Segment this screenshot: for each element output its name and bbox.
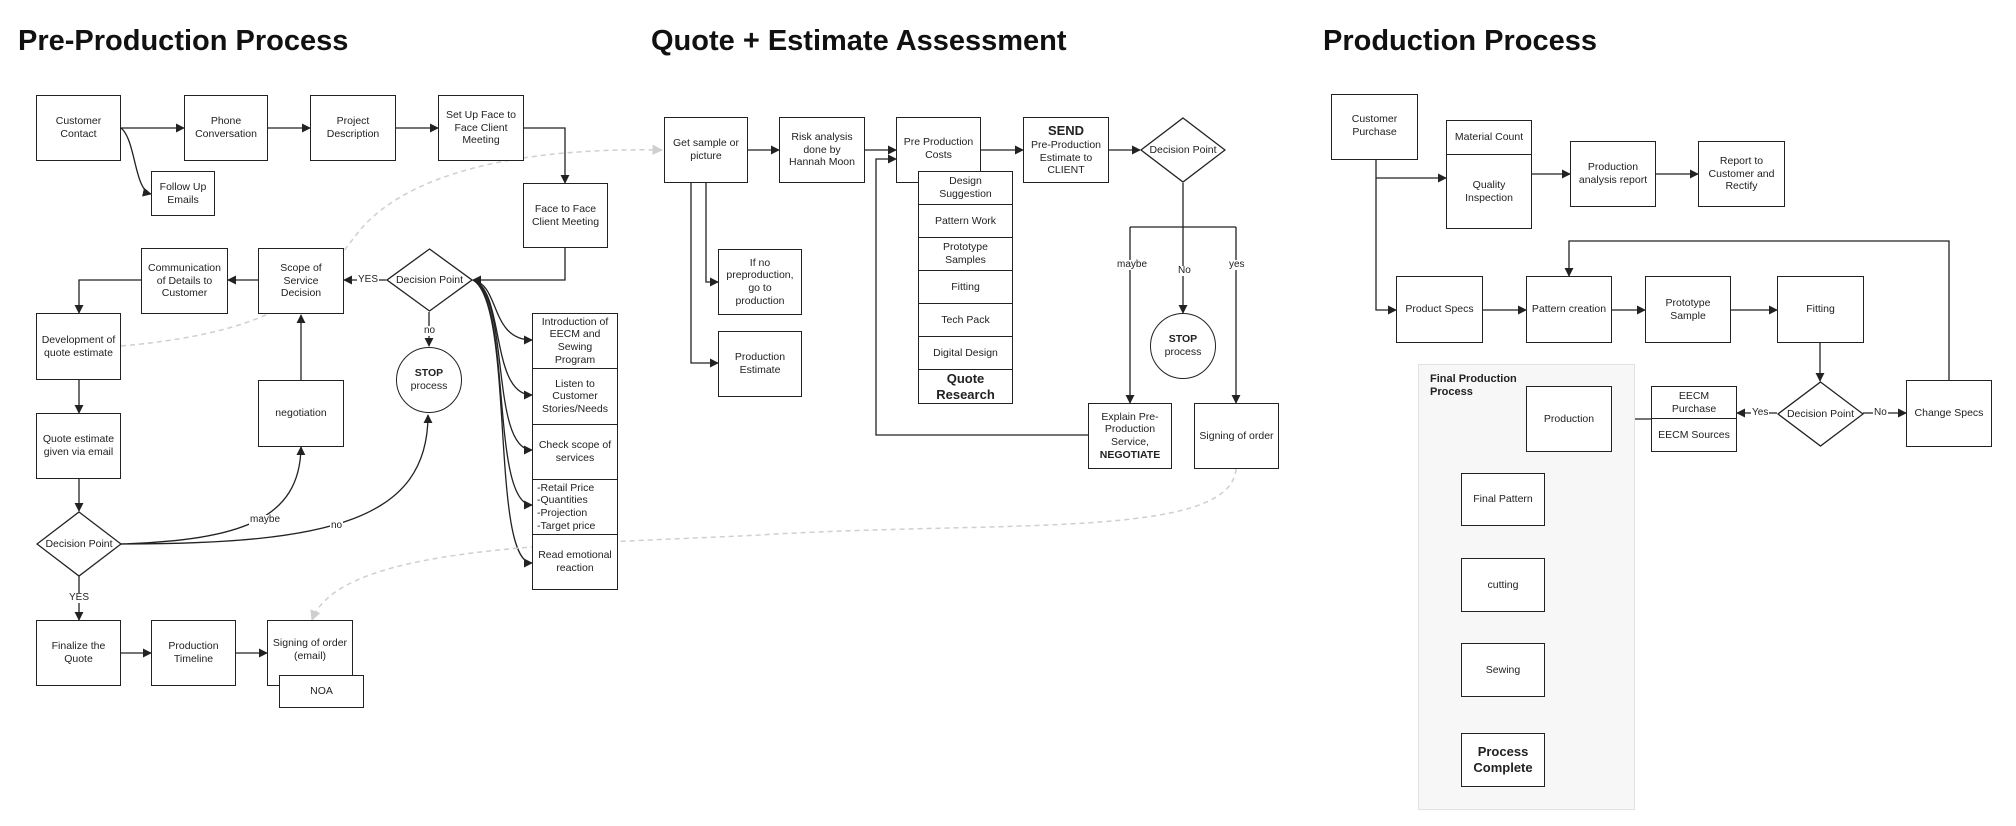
cost-item-design-suggestion[interactable]: Design Suggestion	[918, 171, 1013, 205]
node-quote-email[interactable]: Quote estimate given via email	[36, 413, 121, 479]
edge-sample-ifno	[705, 183, 719, 287]
node-project-description[interactable]: Project Description	[310, 95, 396, 161]
final-production-title: Final Production Process	[1430, 373, 1517, 399]
node-change-specs[interactable]: Change Specs	[1906, 380, 1992, 447]
node-customer-purchase[interactable]: Customer Purchase	[1331, 94, 1418, 160]
decision-point-prod-label: Decision Point	[1786, 408, 1855, 420]
label-yes-quote: yes	[1228, 259, 1246, 270]
node-material-count[interactable]: Material Count	[1446, 120, 1532, 155]
node-risk-analysis[interactable]: Risk analysis done by Hannah Moon	[779, 117, 865, 183]
label-maybe: maybe	[249, 514, 282, 525]
node-customer-contact[interactable]: Customer Contact	[36, 95, 121, 161]
node-fitting[interactable]: Fitting	[1777, 276, 1864, 343]
node-quote-research[interactable]: Quote Research	[918, 369, 1013, 404]
node-finalize-quote[interactable]: Finalize the Quote	[36, 620, 121, 686]
node-sewing[interactable]: Sewing	[1461, 643, 1545, 697]
node-production-estimate[interactable]: Production Estimate	[718, 331, 802, 397]
cost-item-prototype-samples[interactable]: Prototype Samples	[918, 237, 1013, 271]
node-get-sample[interactable]: Get sample or picture	[664, 117, 748, 183]
node-product-specs[interactable]: Product Specs	[1396, 276, 1483, 343]
edge-sample-estimate	[690, 183, 719, 368]
decision-point-quote-label: Decision Point	[1149, 144, 1217, 156]
meeting-item-emotional[interactable]: Read emotional reaction	[532, 534, 618, 590]
edge-decision-item3	[472, 279, 533, 455]
label-no-prod: No	[1873, 407, 1888, 418]
node-decision-point-pre-2[interactable]	[36, 511, 122, 577]
title-pre-production: Pre-Production Process	[18, 25, 349, 57]
cost-item-digital-design[interactable]: Digital Design	[918, 336, 1013, 370]
meeting-item-listen[interactable]: Listen to Customer Stories/Needs	[532, 368, 618, 425]
label-yes-2: YES	[68, 592, 91, 603]
node-final-pattern[interactable]: Final Pattern	[1461, 473, 1545, 526]
node-if-no-preproduction[interactable]: If no preproduction, go to production	[718, 249, 802, 315]
node-cutting[interactable]: cutting	[1461, 558, 1545, 612]
node-development-quote[interactable]: Development of quote estimate	[36, 313, 121, 380]
cost-item-pattern-work[interactable]: Pattern Work	[918, 204, 1013, 238]
cost-item-tech-pack[interactable]: Tech Pack	[918, 303, 1013, 337]
edge-contact-followup	[120, 127, 152, 197]
node-decision-point-pre[interactable]	[386, 248, 473, 312]
edge-dashed-signing-preprod	[310, 468, 1237, 621]
node-follow-up-emails[interactable]: Follow Up Emails	[151, 171, 215, 216]
node-negotiation[interactable]: negotiation	[258, 380, 344, 447]
edge-setup-facemeeting	[524, 127, 570, 184]
node-process-complete[interactable]: Process Complete	[1461, 733, 1545, 787]
cost-item-fitting[interactable]: Fitting	[918, 270, 1013, 304]
node-quality-inspection[interactable]: Quality Inspection	[1446, 154, 1532, 229]
meeting-item-introduction[interactable]: Introduction of EECM and Sewing Program	[532, 313, 618, 369]
node-decision-point-prod[interactable]	[1777, 381, 1864, 447]
edge-decision-item2	[472, 279, 533, 400]
node-phone-conversation[interactable]: Phone Conversation	[184, 95, 268, 161]
node-production-timeline[interactable]: Production Timeline	[151, 620, 236, 686]
edge-dashed-development-sample	[120, 144, 664, 347]
decision-point-pre-2-label: Decision Point	[45, 538, 113, 550]
node-report-rectify[interactable]: Report to Customer and Rectify	[1698, 141, 1785, 207]
node-production[interactable]: Production	[1526, 386, 1612, 452]
meeting-item-scope[interactable]: Check scope of services	[532, 424, 618, 480]
node-pattern-creation[interactable]: Pattern creation	[1526, 276, 1612, 343]
node-eecm-purchase[interactable]: EECM Purchase	[1651, 386, 1737, 419]
edge-decision2-stop	[120, 414, 433, 545]
node-eecm-sources[interactable]: EECM Sources	[1651, 418, 1737, 452]
edge-purchase-specs	[1375, 158, 1397, 315]
node-scope-decision[interactable]: Scope of Service Decision	[258, 248, 344, 314]
label-no: no	[423, 325, 437, 336]
node-face-meeting[interactable]: Face to Face Client Meeting	[523, 183, 608, 248]
node-prototype-sample[interactable]: Prototype Sample	[1645, 276, 1731, 343]
edge-facemeeting-decision	[472, 248, 566, 285]
label-maybe-quote: maybe	[1116, 259, 1149, 270]
node-setup-meeting[interactable]: Set Up Face to Face Client Meeting	[438, 95, 524, 161]
node-signing-order[interactable]: Signing of order	[1194, 403, 1279, 469]
edge-explain-precosts	[875, 154, 1088, 436]
edge-decision2-negotiation	[120, 446, 306, 545]
meeting-item-pricing[interactable]: -Retail Price -Quantities -Projection -T…	[532, 479, 618, 535]
label-no-quote: No	[1177, 265, 1192, 276]
title-quote-estimate: Quote + Estimate Assessment	[651, 25, 1067, 57]
node-explain-negotiate[interactable]: Explain Pre-Production Service,NEGOTIATE	[1088, 403, 1172, 469]
edge-change-pattern	[1564, 240, 1950, 380]
title-production: Production Process	[1323, 25, 1597, 57]
edge-decision-item5	[472, 279, 533, 568]
edge-decision-item1	[472, 279, 533, 345]
node-decision-point-quote[interactable]	[1140, 117, 1226, 183]
edge-communication-development	[74, 279, 141, 314]
node-noa[interactable]: NOA	[279, 675, 364, 708]
decision-point-pre-label: Decision Point	[395, 274, 464, 286]
label-yes: YES	[357, 274, 380, 285]
label-no-2: no	[330, 520, 344, 531]
label-yes-prod: Yes	[1751, 407, 1770, 418]
node-communication[interactable]: Communication of Details to Customer	[141, 248, 228, 314]
node-production-analysis[interactable]: Production analysis report	[1570, 141, 1656, 207]
